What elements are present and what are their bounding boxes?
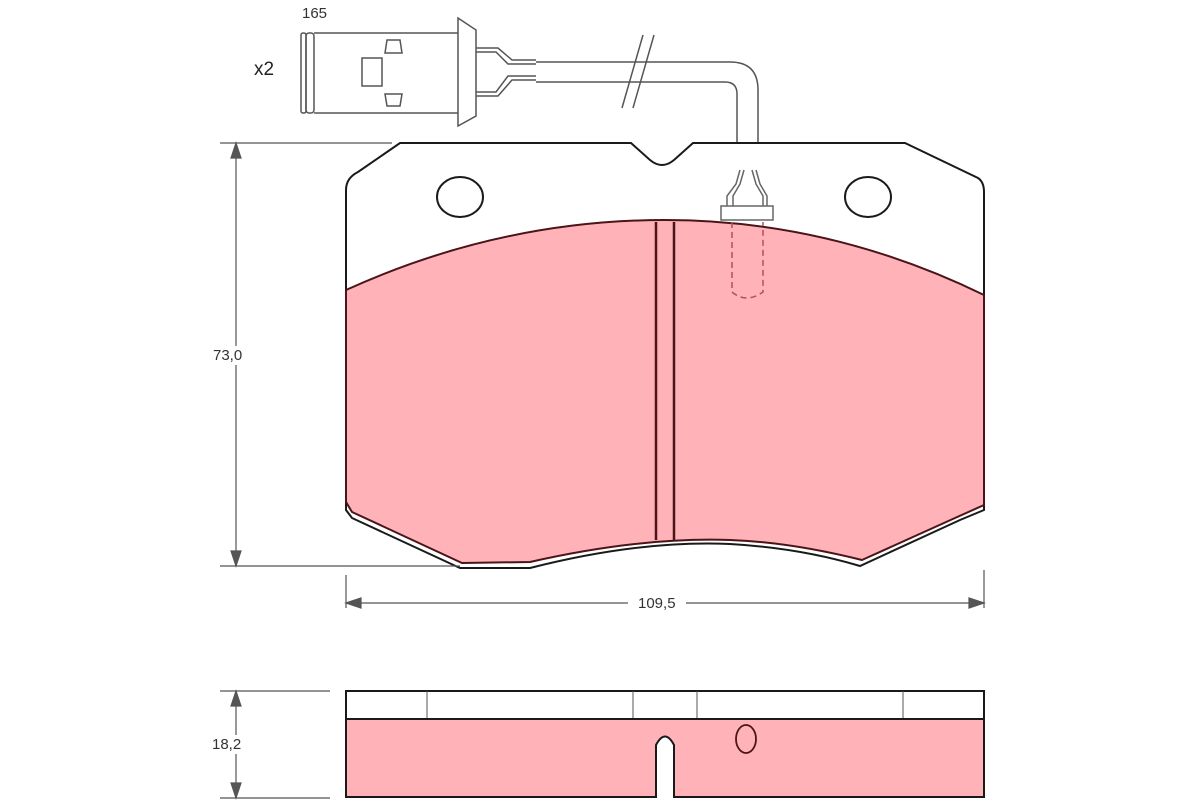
sensor-quantity-label: x2 [254, 59, 275, 80]
sensor-plug [720, 169, 774, 299]
mounting-hole-right [844, 176, 892, 218]
mounting-hole-left [436, 176, 484, 218]
thickness-dimension [220, 689, 330, 800]
height-label: 73,0 [213, 346, 243, 365]
side-view [345, 690, 985, 798]
friction-pad [345, 218, 985, 565]
thickness-label: 18,2 [212, 735, 242, 754]
wear-sensor [300, 16, 759, 170]
width-label: 109,5 [628, 596, 686, 611]
sensor-length-label: 165 [302, 5, 328, 22]
